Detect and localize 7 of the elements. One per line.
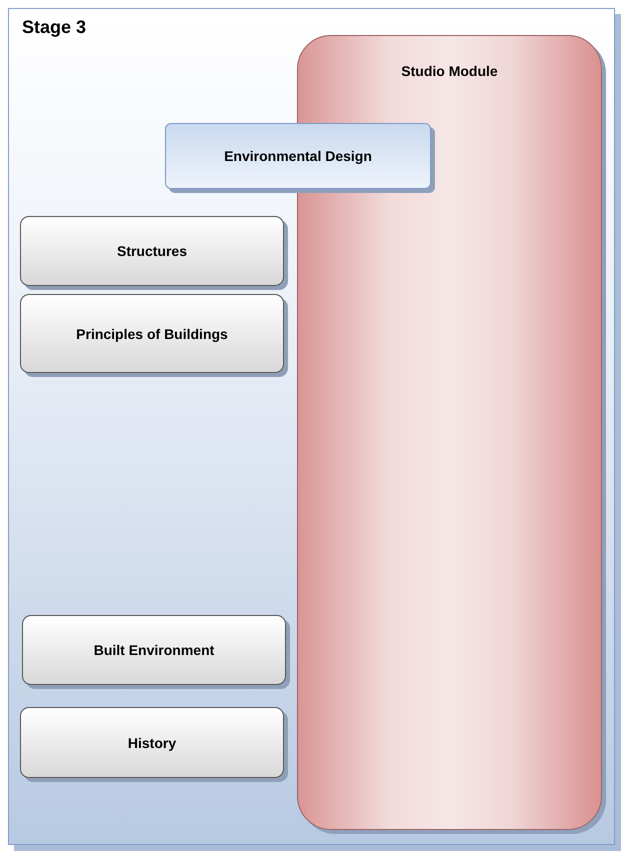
module-label: Built Environment xyxy=(94,642,214,658)
module-label: Principles of Buildings xyxy=(76,326,228,342)
panel-title: Stage 3 xyxy=(22,17,86,38)
module-label: Studio Module xyxy=(400,63,499,79)
module-label: Environmental Design xyxy=(224,148,372,164)
module-label: History xyxy=(128,734,176,750)
module-label: Structures xyxy=(116,243,188,259)
